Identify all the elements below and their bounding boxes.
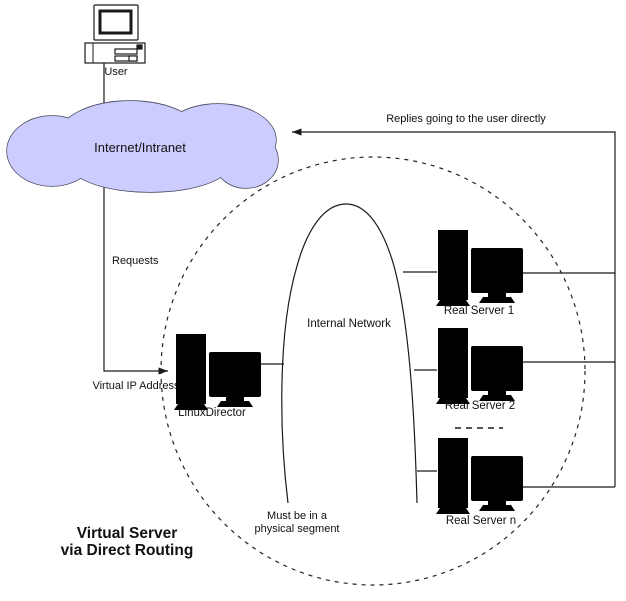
cloud-label: Internet/Intranet [94,140,186,155]
diagram-title-line2: via Direct Routing [61,542,194,559]
replies-label: Replies going to the user directly [386,113,546,125]
linux-director-label: LinuxDirector [178,407,246,419]
requests-label: Requests [112,255,159,267]
real-server-2-icon [436,328,523,404]
cluster-boundary-ellipse [160,156,586,586]
user-label: User [104,66,128,78]
diagram-title-line1: Virtual Server [77,525,178,542]
linux-director-icon [174,334,261,410]
user-computer-icon [84,4,146,64]
virtual-ip-label: Virtual IP Address [92,380,180,392]
real-server-2-label: Real Server 2 [445,400,515,412]
real-server-n-label: Real Server n [446,515,516,527]
reply-flow-line [292,128,616,487]
real-server-1-icon [436,230,523,306]
internet-cloud-icon: Internet/Intranet [6,100,279,193]
internal-network-label: Internal Network [307,318,391,330]
internal-network-arch [281,203,418,504]
real-server-1-label: Real Server 1 [444,305,514,317]
segment-note-line1: Must be in a [267,510,328,522]
real-server-n-icon [436,438,523,514]
segment-note-line2: physical segment [255,523,340,535]
